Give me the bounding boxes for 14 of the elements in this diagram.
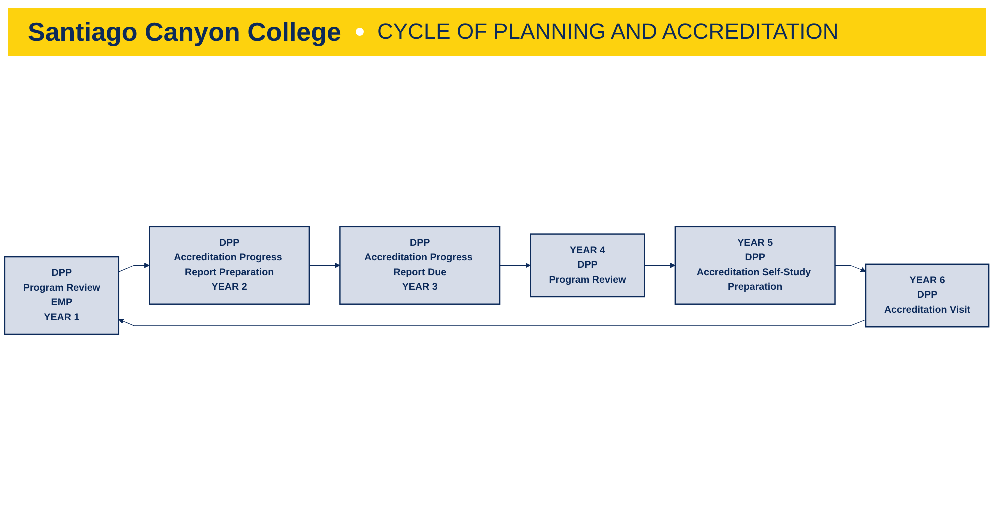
arrow [118, 263, 150, 273]
node-box: YEAR 6 DPP Accreditation Visit [865, 264, 990, 328]
arrow [309, 263, 340, 269]
node-box: YEAR 5 DPP Accreditation Self-Study Preparation [674, 226, 836, 306]
arrow [500, 263, 531, 269]
node-box: DPP Accreditation Progress Report Due YEAR 3 [340, 226, 501, 306]
title: Santiago Canyon College [28, 16, 342, 48]
arrow [118, 319, 866, 326]
node-box: DPP Program Review EMP YEAR 1 [4, 256, 120, 336]
arrow [834, 266, 866, 273]
arrow [644, 263, 676, 269]
node-box: YEAR 4 DPP Program Review [530, 234, 646, 298]
node-box: DPP Accreditation Progress Report Preparation YEAR 2 [149, 226, 310, 306]
subtitle: CYCLE OF PLANNING AND ACCREDITATION [378, 19, 839, 44]
